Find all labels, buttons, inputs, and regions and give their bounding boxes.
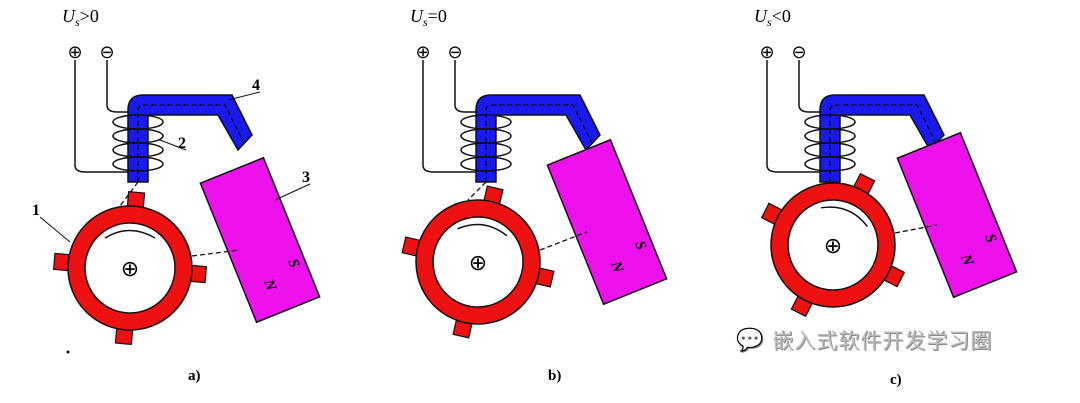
voltage-label: Us=0: [410, 6, 447, 29]
panel-b: Us=0 ⊕ ⊖ NS ⊕ b): [401, 6, 668, 384]
minus-terminal-icon: ⊖: [791, 42, 806, 62]
leader-line: [227, 91, 261, 101]
flux-path: [829, 104, 938, 182]
toothed-rotor: [52, 190, 208, 346]
air-gap-flux: [467, 181, 588, 251]
voltage-label: Us>0: [62, 6, 99, 29]
panel-caption: c): [890, 372, 902, 388]
part-label-1: 1: [32, 202, 40, 219]
part-label-2: 2: [178, 135, 186, 152]
part-label-4: 4: [252, 77, 260, 94]
wire-plus: [766, 60, 820, 173]
leader-line: [274, 183, 311, 201]
wire-minus: [454, 60, 478, 113]
magnet-body: [199, 156, 321, 324]
rotor-hole: [432, 216, 524, 308]
wire-minus: [798, 60, 822, 113]
voltage-symbol: U: [62, 6, 76, 26]
plus-terminal-icon: ⊕: [759, 42, 774, 62]
iron-core: [475, 94, 601, 183]
voltage-subscript: s: [767, 15, 772, 29]
wire-plus: [422, 60, 476, 173]
permanent-magnet: NS: [546, 138, 668, 306]
part-label-3: 3: [302, 169, 310, 186]
wire-plus: [74, 60, 128, 173]
leader-line: [39, 216, 71, 243]
voltage-label: Us<0: [754, 6, 791, 29]
flux-path: [137, 104, 246, 182]
plus-terminal-icon: ⊕: [67, 42, 82, 62]
watermark: 💬 嵌入式软件开发学习圈: [736, 328, 992, 354]
rotation-arrow-icon: [104, 229, 156, 239]
panel-a: Us>0 ⊕ ⊖ NS ⊕ a) 1 2 3 4: [32, 6, 321, 384]
iron-core: [127, 94, 253, 183]
permanent-magnet: NS: [199, 156, 321, 324]
voltage-relation: =0: [428, 6, 447, 26]
permanent-magnet: NS: [896, 131, 1018, 299]
panel-caption: a): [188, 368, 201, 384]
voltage-subscript: s: [75, 15, 80, 29]
watermark-text: 嵌入式软件开发学习圈: [772, 329, 993, 353]
shaft-icon: ⊕: [121, 256, 139, 281]
voltage-relation: <0: [772, 6, 791, 26]
rotor-hole: [84, 222, 176, 314]
rotation-arrow-icon: [820, 206, 869, 228]
voltage-relation: >0: [80, 6, 99, 26]
minus-terminal-icon: ⊖: [447, 42, 462, 62]
shaft-icon: ⊕: [469, 250, 487, 275]
rotor-hole: [787, 199, 879, 291]
toothed-rotor: [401, 185, 555, 339]
wechat-icon: 💬: [736, 328, 765, 353]
rotation-arrow-icon: [457, 223, 508, 237]
toothed-rotor: [760, 172, 906, 318]
leader-line: [159, 139, 187, 151]
panel-caption: b): [548, 368, 561, 384]
magnet-body: [896, 131, 1018, 299]
magnet-body: [546, 138, 668, 306]
air-gap-flux: [119, 181, 241, 257]
voltage-subscript: s: [423, 15, 428, 29]
stray-dot: [66, 350, 70, 354]
voltage-symbol: U: [410, 6, 424, 26]
minus-terminal-icon: ⊖: [99, 42, 114, 62]
voltage-symbol: U: [754, 6, 768, 26]
air-gap-flux: [822, 181, 938, 234]
plus-terminal-icon: ⊕: [415, 42, 430, 62]
panel-c: Us<0 ⊕ ⊖ NS ⊕ c): [754, 6, 1018, 388]
wire-minus: [106, 60, 130, 113]
flux-path: [485, 104, 594, 182]
iron-core: [819, 94, 945, 183]
shaft-icon: ⊕: [824, 233, 842, 258]
